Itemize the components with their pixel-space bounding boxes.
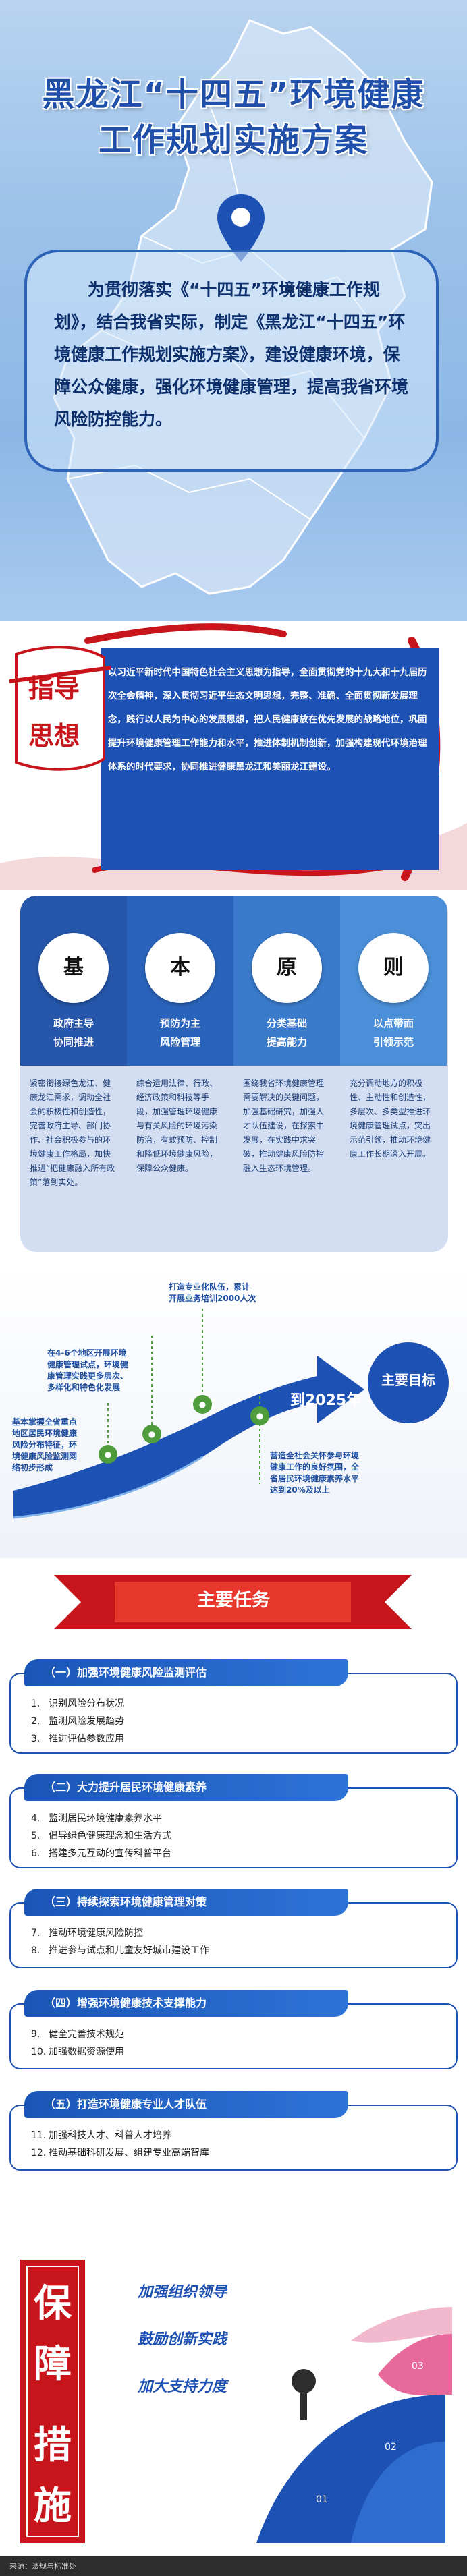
milestone-dot: ● bbox=[250, 1406, 269, 1425]
task-item: 1.识别风险分布状况 bbox=[31, 1698, 124, 1709]
task-group: （二）大力提升居民环境健康素养 4.监测居民环境健康素养水平 5.倡导绿色健康理… bbox=[9, 1774, 458, 1868]
task-group-box bbox=[9, 1787, 458, 1868]
task-group-title: （四）增强环境健康技术支撑能力 bbox=[45, 1997, 207, 2009]
page-title-line1: 黑龙江“十四五”环境健康 bbox=[42, 76, 425, 113]
tasks-section: 主要任务 （一）加强环境健康风险监测评估 1.识别风险分布状况 2.监测风险发展… bbox=[0, 1558, 467, 2239]
principle-title: 分类基础 提高能力 bbox=[266, 1017, 307, 1048]
guarantee-decoration-icon bbox=[20, 2260, 452, 2543]
principle-char-circle: 本 bbox=[145, 933, 215, 1003]
principle-char: 则 bbox=[383, 956, 404, 979]
guarantee-num: 01 bbox=[316, 2494, 328, 2505]
task-group-header: （三）持续探索环境健康管理对策 bbox=[24, 1889, 348, 1916]
principle-desc: 紧密衔接绿色龙江、健康龙江需求，调动全社会的积极性和创造性，完善政府主导、部门协… bbox=[30, 1079, 115, 1187]
task-item: 4.监测居民环境健康素养水平 bbox=[31, 1813, 162, 1824]
principle-desc: 综合运用法律、行政、经济政策和科技等手段，加强管理环境健康与有关风险的环境污染防… bbox=[136, 1079, 218, 1173]
task-item: 8.推进参与试点和儿童友好城市建设工作 bbox=[31, 1945, 209, 1956]
task-item: 2.监测风险发展趋势 bbox=[31, 1716, 124, 1727]
task-item: 11.加强科技人才、科普人才培养 bbox=[31, 2130, 171, 2141]
guarantees-section: 保 障 措 施 加强组织领导 鼓励创新实践 加大支持力度 01 02 03 bbox=[0, 2239, 467, 2556]
task-group-header: （一）加强环境健康风险监测评估 bbox=[24, 1659, 348, 1686]
guarantee-item: 鼓励创新实践 bbox=[138, 2331, 227, 2348]
source-text: 来源：法规与标准处 bbox=[9, 2562, 76, 2571]
guarantee-item: 加强组织领导 bbox=[138, 2284, 227, 2301]
principle-title: 政府主导 协同推进 bbox=[53, 1017, 94, 1048]
guarantee-label-char: 障 bbox=[34, 2342, 72, 2386]
badge-ribbon-icon bbox=[9, 646, 111, 771]
task-banner-icon bbox=[54, 1575, 412, 1629]
milestone-note: 基本掌握全省重点 地区居民环境健康 风险分布特征，环 境健康风险监测网 络初步形… bbox=[12, 1417, 78, 1472]
task-item: 7.推动环境健康风险防控 bbox=[31, 1928, 143, 1939]
roadmap-arrow-icon bbox=[13, 1309, 364, 1519]
milestone-dot: ● bbox=[99, 1445, 117, 1464]
page-title-line2: 工作规划实施方案 bbox=[98, 121, 368, 159]
guiding-ideology-section: 以习近平新时代中国特色社会主义思想为指导，全面贯彻党的十九大和十九届历次全会精神… bbox=[0, 621, 467, 890]
principle-column: 本 预防为主 风险管理 综合运用法律、行政、经济政策和科技等手段，加强管理环境健… bbox=[127, 896, 234, 1252]
principles-panel: 基 政府主导 协同推进 紧密衔接绿色龙江、健康龙江需求，调动全社会的积极性和创造… bbox=[20, 896, 448, 1252]
milestone-note: 营造全社会关怀参与环境 健康工作的良好氛围，全 省居民环境健康素养水平 达到20… bbox=[270, 1451, 360, 1495]
ideology-card bbox=[101, 648, 439, 870]
principle-char-circle: 则 bbox=[358, 933, 429, 1003]
principle-char: 基 bbox=[63, 956, 84, 979]
task-group: （五）打造环境健康专业人才队伍 11.加强科技人才、科普人才培养 12.推动基础… bbox=[9, 2091, 458, 2172]
task-group-header: （四）增强环境健康技术支撑能力 bbox=[24, 1990, 348, 2017]
ideology-badge: 指导 思想 bbox=[9, 641, 111, 776]
task-group-title: （一）加强环境健康风险监测评估 bbox=[45, 1666, 207, 1679]
task-group-title: （二）大力提升居民环境健康素养 bbox=[45, 1781, 207, 1794]
guarantee-label-char: 施 bbox=[34, 2484, 72, 2528]
milestone-note: 在4-6个地区开展环境 健康管理试点，环境健 康管理实践更多层次、 多样化和特色… bbox=[47, 1348, 129, 1392]
principle-desc: 充分调动地方的积极性、主动性和创造性，多层次、多类型推进环境健康管理试点，突出示… bbox=[350, 1079, 431, 1159]
roadmap-section: ● ● ● ● 打造专业化队伍，累计 开展业务培训2000人次 在4-6个地区开… bbox=[0, 1268, 467, 1558]
guarantee-num: 02 bbox=[385, 2442, 397, 2453]
principle-desc: 围绕我省环境健康管理需要解决的关键问题，加强基础研究，加强人才队伍建设，在探索中… bbox=[243, 1079, 325, 1173]
intro-panel: 为贯彻落实《“十四五”环境健康工作规划》，结合我省实际，制定《黑龙江“十四五”环… bbox=[24, 250, 439, 472]
task-item: 5.倡导绿色健康理念和生活方式 bbox=[31, 1831, 171, 1841]
milestone-note: 打造专业化队伍，累计 开展业务培训2000人次 bbox=[169, 1282, 256, 1303]
task-item: 12.推动基础科研发展、组建专业高端智库 bbox=[31, 2148, 209, 2158]
guarantee-label-char: 措 bbox=[34, 2423, 72, 2467]
principle-char: 本 bbox=[170, 956, 190, 979]
principles-section: 基 政府主导 协同推进 紧密衔接绿色龙江、健康龙江需求，调动全社会的积极性和创造… bbox=[0, 890, 467, 1268]
guarantee-item: 加大支持力度 bbox=[138, 2378, 227, 2395]
goal-circle: 主要目标 bbox=[368, 1342, 449, 1423]
task-group: （四）增强环境健康技术支撑能力 9.健全完善技术规范 10.加强数据资源使用 bbox=[9, 1990, 458, 2071]
hero-section: 黑龙江“十四五”环境健康 工作规划实施方案 为贯彻落实《“十四五”环境健康工作规… bbox=[0, 0, 467, 621]
footer: 来源：法规与标准处 bbox=[0, 2556, 467, 2576]
task-group-header: （五）打造环境健康专业人才队伍 bbox=[24, 2091, 348, 2118]
principle-column: 基 政府主导 协同推进 紧密衔接绿色龙江、健康龙江需求，调动全社会的积极性和创造… bbox=[20, 896, 127, 1252]
principle-char: 原 bbox=[277, 956, 297, 979]
task-item: 9.健全完善技术规范 bbox=[31, 2029, 124, 2040]
principle-title: 预防为主 风险管理 bbox=[159, 1017, 200, 1048]
milestone-dot: ● bbox=[142, 1425, 161, 1443]
task-item: 10.加强数据资源使用 bbox=[31, 2047, 124, 2057]
principle-title: 以点带面 引领示范 bbox=[373, 1017, 414, 1048]
tasks-banner-title: 主要任务 bbox=[197, 1590, 270, 1611]
task-item: 3.推进评估参数应用 bbox=[31, 1734, 124, 1744]
task-group-header: （二）大力提升居民环境健康素养 bbox=[24, 1774, 348, 1801]
roadmap-year: 到2025年 bbox=[290, 1392, 362, 1409]
task-group: （一）加强环境健康风险监测评估 1.识别风险分布状况 2.监测风险发展趋势 3.… bbox=[9, 1659, 458, 1754]
badge-label-1: 指导 bbox=[28, 673, 80, 704]
milestone-dot: ● bbox=[193, 1395, 212, 1414]
ideology-text: 以习近平新时代中国特色社会主义思想为指导，全面贯彻党的十九大和十九届历次全会精神… bbox=[108, 667, 427, 772]
principle-column: 原 分类基础 提高能力 围绕我省环境健康管理需要解决的关键问题，加强基础研究，加… bbox=[234, 896, 340, 1252]
goal-label: 主要目标 bbox=[381, 1372, 435, 1388]
guarantee-num: 03 bbox=[412, 2361, 424, 2372]
location-pin-icon bbox=[217, 194, 265, 262]
task-item: 6.搭建多元互动的宣传科普平台 bbox=[31, 1848, 171, 1859]
task-group: （三）持续探索环境健康管理对策 7.推动环境健康风险防控 8.推进参与试点和儿童… bbox=[9, 1889, 458, 1970]
intro-text: 为贯彻落实《“十四五”环境健康工作规划》，结合我省实际，制定《黑龙江“十四五”环… bbox=[54, 280, 409, 429]
task-group-title: （五）打造环境健康专业人才队伍 bbox=[45, 2098, 207, 2111]
principle-char-circle: 基 bbox=[38, 933, 109, 1003]
badge-label-2: 思想 bbox=[28, 720, 80, 751]
guarantee-label-char: 保 bbox=[34, 2281, 72, 2326]
principle-column: 则 以点带面 引领示范 充分调动地方的积极性、主动性和创造性，多层次、多类型推进… bbox=[340, 896, 447, 1252]
task-group-title: （三）持续探索环境健康管理对策 bbox=[45, 1895, 207, 1908]
principle-char-circle: 原 bbox=[252, 933, 322, 1003]
